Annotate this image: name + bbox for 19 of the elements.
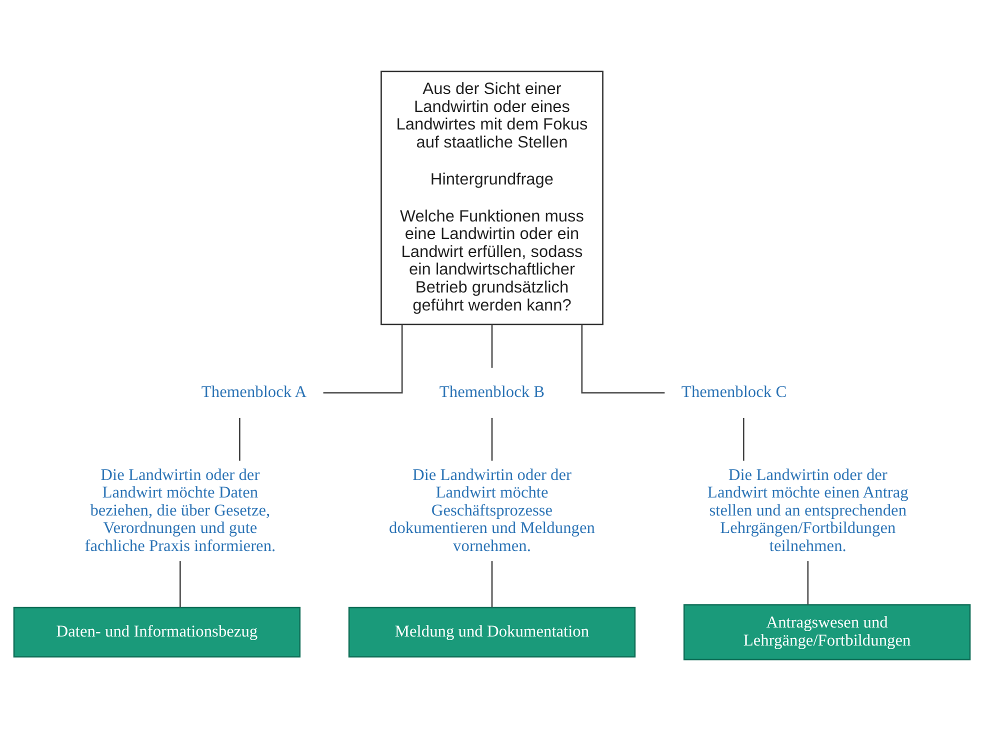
connector xyxy=(239,418,240,461)
node-box: Aus der Sicht einer Landwirtin oder eines Landwirtes mit dem Fokus auf staatliche Stellen Hintergrundfrage Welche Funktionen muss eine Landwirtin oder ein Landwirt erfüllen, sodass ein landwirtschaftlicher Betrieb grundsätzlich geführt werden kann? xyxy=(380,70,604,326)
node-text: Themenblock A xyxy=(201,382,307,402)
node-text: Die Landwirtin oder der Landwirt möchte Geschäftsprozesse dokumentieren und Meldungen vornehmen. xyxy=(389,464,595,555)
connector xyxy=(491,561,493,608)
node-box: Antragswesen und Lehrgänge/Fortbildungen xyxy=(683,604,971,660)
node-text: Themenblock B xyxy=(439,382,545,402)
connector xyxy=(180,561,181,608)
connector xyxy=(491,418,493,461)
connector xyxy=(581,324,665,394)
node-box: Meldung und Dokumentation xyxy=(348,606,636,658)
node-text: Die Landwirtin oder der Landwirt möchte Daten beziehen, die über Gesetze, Verordnungen und gute fachliche Praxis informieren. xyxy=(84,464,276,555)
connector xyxy=(807,561,809,605)
connector xyxy=(323,324,403,394)
connector xyxy=(491,324,493,368)
node-text: Themenblock C xyxy=(681,382,787,402)
node-text: Die Landwirtin oder der Landwirt möchte einen Antrag stellen und an entsprechenden Lehrgängen/Fortbildungen teilnehmen. xyxy=(707,464,908,555)
node-box: Daten- und Informationsbezug xyxy=(13,606,301,658)
connector xyxy=(742,418,744,461)
